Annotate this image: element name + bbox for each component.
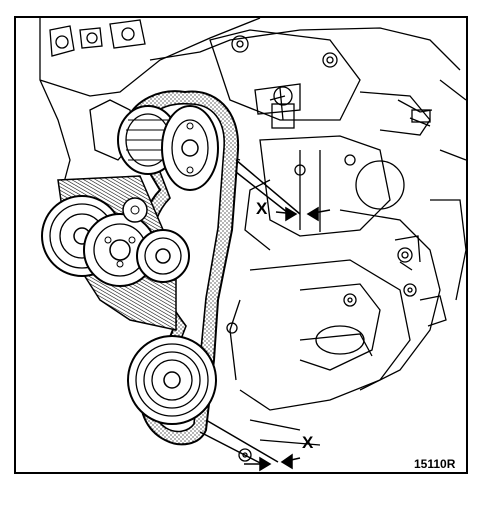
idler-pulley: [122, 197, 190, 283]
figure-reference-code: 15110R: [414, 457, 456, 471]
alternator-pulley: [161, 105, 219, 191]
engine-block: [39, 17, 467, 462]
lower-gap-indicator: [199, 419, 301, 472]
upper-gap-indicator: [235, 159, 331, 222]
upper-gap-label: X: [256, 199, 268, 218]
lower-gap-label: X: [302, 433, 314, 452]
crankshaft-pulley: [127, 335, 217, 425]
